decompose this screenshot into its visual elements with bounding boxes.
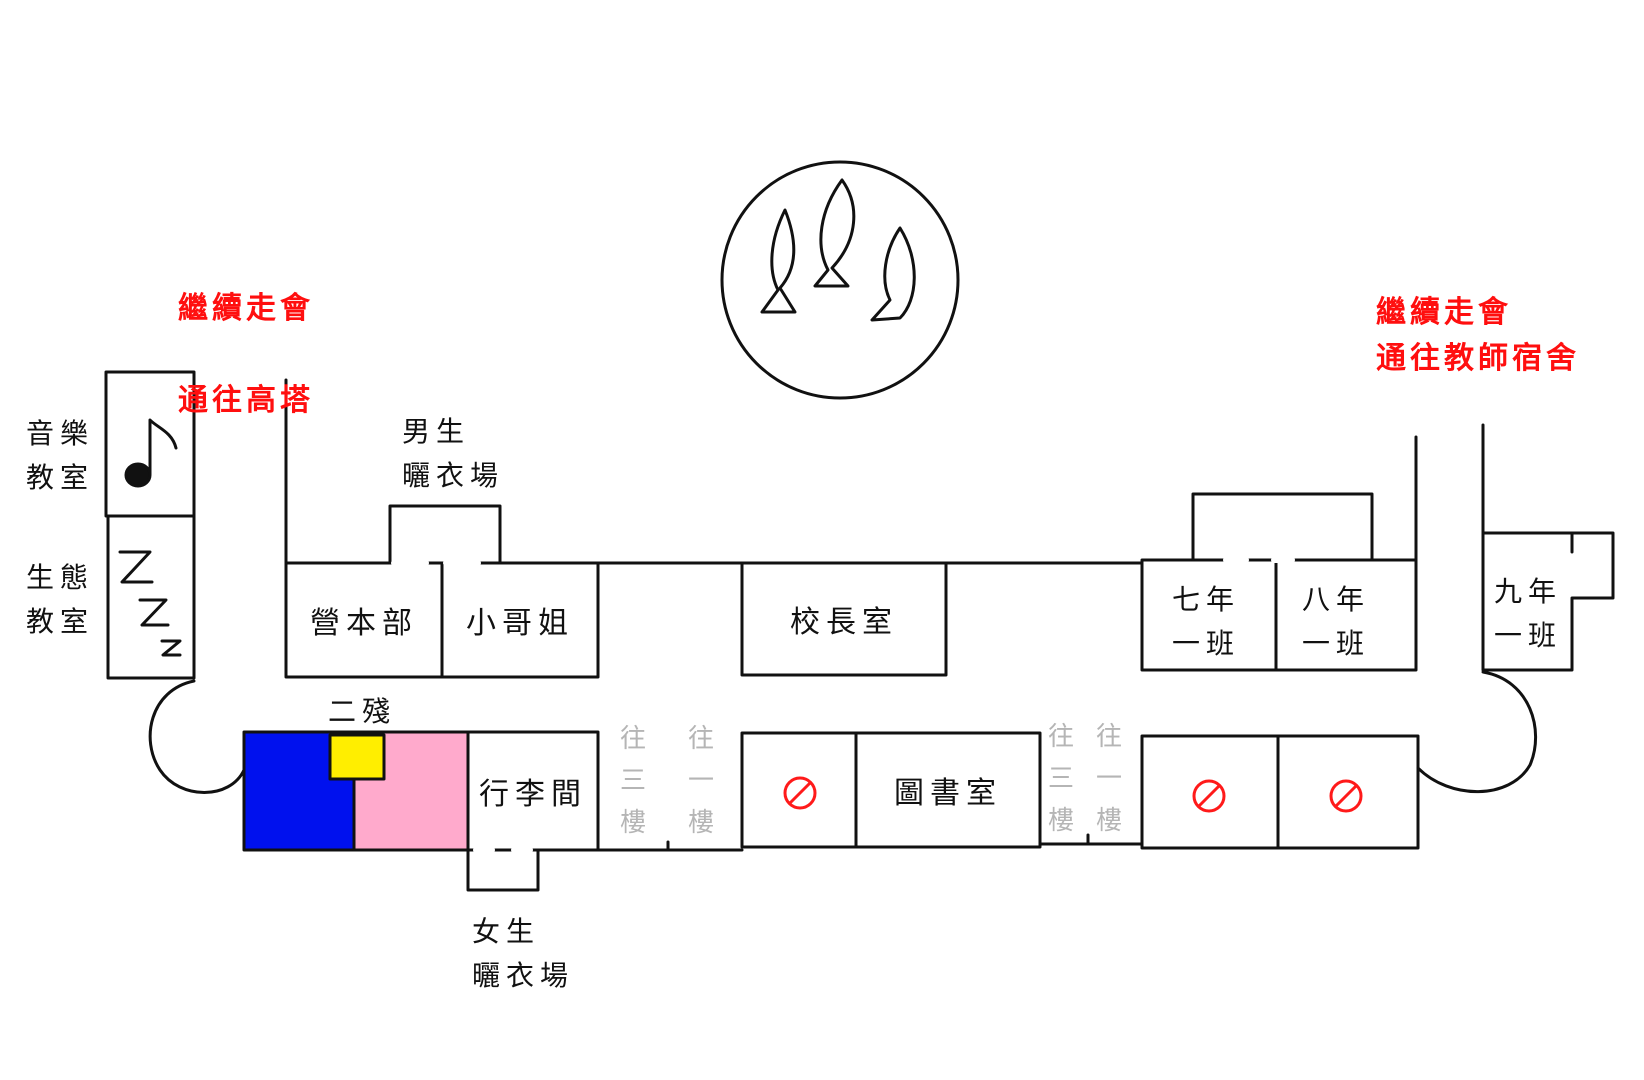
stairs-1f-left-3: 樓 (688, 808, 715, 838)
grade-laundry-yard (1191, 492, 1374, 562)
stairs-3f-right-3: 樓 (1048, 806, 1075, 836)
boys-laundry-line1: 男生 (402, 415, 471, 448)
stairs-3f-left-1: 往 (620, 724, 647, 754)
stairs-1f-left: 往 一 樓 (688, 718, 714, 844)
stairs-1f-left-2: 一 (688, 766, 715, 796)
grade9-room (1481, 531, 1615, 672)
blocked-room-3 (1276, 734, 1420, 850)
to-dorm-line1: 繼續走會 (1376, 295, 1512, 330)
to-tower-line2: 通往高塔 (178, 383, 314, 418)
grade7-line1: 七年 (1172, 583, 1241, 616)
music-room-line1: 音樂 (26, 417, 95, 450)
stairs-3f-right-2: 三 (1048, 764, 1075, 794)
stairs-3f-right: 往 三 樓 (1048, 716, 1074, 842)
ecology-room-line1: 生態 (26, 561, 95, 594)
ecology-room-label: 生態 教室 (26, 556, 94, 644)
grade7-line2: 一班 (1172, 627, 1241, 660)
blocked-room-2 (1140, 734, 1280, 850)
no-entry-icon (1329, 779, 1363, 813)
zzz-icon (118, 550, 182, 657)
stairs-1f-right-1: 往 (1096, 722, 1123, 752)
blocked-room-1 (740, 731, 858, 849)
stairs-area-left (596, 840, 744, 852)
to-dorm-line2: 通往教師宿舍 (1376, 341, 1580, 376)
boys-laundry-line2: 曬衣場 (402, 459, 505, 492)
to-tower-label: 繼續走會 通往高塔 (178, 240, 314, 470)
music-room-label: 音樂 教室 (26, 412, 94, 500)
stairs-area-right (1038, 833, 1144, 846)
to-dorm-label: 繼續走會 通往教師宿舍 (1376, 290, 1580, 382)
second-remain-label: 二殘 (328, 695, 397, 728)
to-tower-line1: 繼續走會 (178, 291, 314, 326)
stairs-1f-right: 往 一 樓 (1096, 716, 1122, 842)
luggage-label: 行李間 (479, 777, 587, 812)
grade9-line2: 一班 (1494, 619, 1563, 652)
principal-label: 校長室 (790, 605, 898, 640)
no-entry-icon (1192, 779, 1226, 813)
music-room-line2: 教室 (26, 461, 95, 494)
girls-laundry-line1: 女生 (472, 915, 541, 948)
boys-laundry-label: 男生 曬衣場 (402, 410, 504, 498)
grade8-label: 八年 一班 (1302, 578, 1370, 666)
no-entry-icon (783, 776, 817, 810)
grade9-label: 九年 一班 (1494, 570, 1562, 658)
ecology-room-line2: 教室 (26, 605, 95, 638)
big-siblings-room (440, 561, 600, 679)
library-room (854, 731, 1042, 849)
girls-laundry-yard (466, 848, 540, 892)
corridor-loop-left (148, 679, 246, 794)
grade9-line1: 九年 (1494, 575, 1563, 608)
library-label: 圖書室 (894, 776, 1002, 811)
stairs-3f-right-1: 往 (1048, 722, 1075, 752)
ecology-room (106, 514, 196, 680)
grade8-room (1274, 558, 1418, 672)
camp-hq-label: 營本部 (310, 606, 418, 641)
stairs-3f-left: 往 三 樓 (620, 718, 646, 844)
second-remain-room (328, 733, 386, 781)
girls-laundry-line2: 曬衣場 (472, 959, 575, 992)
stairs-3f-left-3: 樓 (620, 808, 647, 838)
big-siblings-label: 小哥姐 (466, 606, 574, 641)
grade7-label: 七年 一班 (1172, 578, 1240, 666)
grade8-line2: 一班 (1302, 627, 1371, 660)
stairs-1f-right-2: 一 (1096, 764, 1123, 794)
stairs-1f-right-3: 樓 (1096, 806, 1123, 836)
grade8-line1: 八年 (1302, 583, 1371, 616)
stairs-1f-left-1: 往 (688, 724, 715, 754)
corridor-loop-right (1416, 670, 1538, 794)
boys-laundry-yard (388, 504, 502, 565)
principal-room (740, 561, 948, 677)
music-note-icon (124, 418, 178, 488)
flame-emblem-icon (720, 160, 960, 400)
girls-laundry-label: 女生 曬衣場 (472, 910, 574, 998)
stairs-3f-left-2: 三 (620, 766, 647, 796)
